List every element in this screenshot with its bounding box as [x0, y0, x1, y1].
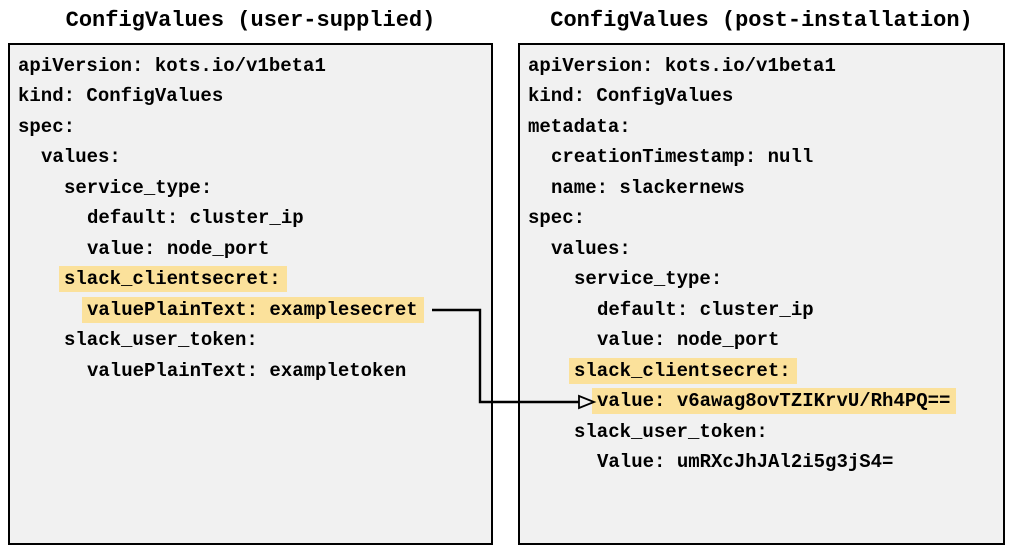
code-line-highlighted: valuePlainText: examplesecret: [18, 295, 491, 326]
code-line-highlighted: slack_clientsecret:: [528, 356, 1003, 387]
code-line: spec:: [18, 115, 76, 138]
left-panel-title: ConfigValues (user-supplied): [65, 8, 436, 33]
code-line: apiVersion: kots.io/v1beta1: [528, 54, 836, 77]
code-line: name: slackernews: [551, 176, 745, 199]
left-panel-user-supplied-yaml: apiVersion: kots.io/v1beta1 kind: Config…: [8, 43, 493, 545]
code-line: default: cluster_ip: [87, 207, 304, 230]
code-line: values:: [551, 237, 631, 260]
code-line: service_type:: [64, 176, 213, 199]
code-line: spec:: [528, 207, 586, 230]
code-line-highlighted: value: v6awag8ovTZIKrvU/Rh4PQ==: [528, 387, 1003, 418]
code-line: metadata:: [528, 115, 631, 138]
code-line: value: node_port: [87, 237, 270, 260]
code-line: slack_user_token:: [64, 329, 258, 352]
right-panel-title: ConfigValues (post-installation): [550, 8, 973, 33]
code-line: default: cluster_ip: [597, 298, 814, 321]
code-line: value: node_port: [597, 329, 780, 352]
code-line: creationTimestamp: null: [551, 146, 814, 169]
code-line: kind: ConfigValues: [528, 85, 734, 108]
code-line: slack_user_token:: [574, 420, 768, 443]
code-line: valuePlainText: exampletoken: [87, 359, 407, 382]
code-line: Value: umRXcJhJAl2i5g3jS4=: [597, 451, 894, 474]
code-line: kind: ConfigValues: [18, 85, 224, 108]
code-line-highlighted: slack_clientsecret:: [18, 265, 491, 296]
code-line: values:: [41, 146, 121, 169]
code-line: service_type:: [574, 268, 723, 291]
right-panel-post-installation-yaml: apiVersion: kots.io/v1beta1 kind: Config…: [518, 43, 1005, 545]
code-line: apiVersion: kots.io/v1beta1: [18, 54, 326, 77]
